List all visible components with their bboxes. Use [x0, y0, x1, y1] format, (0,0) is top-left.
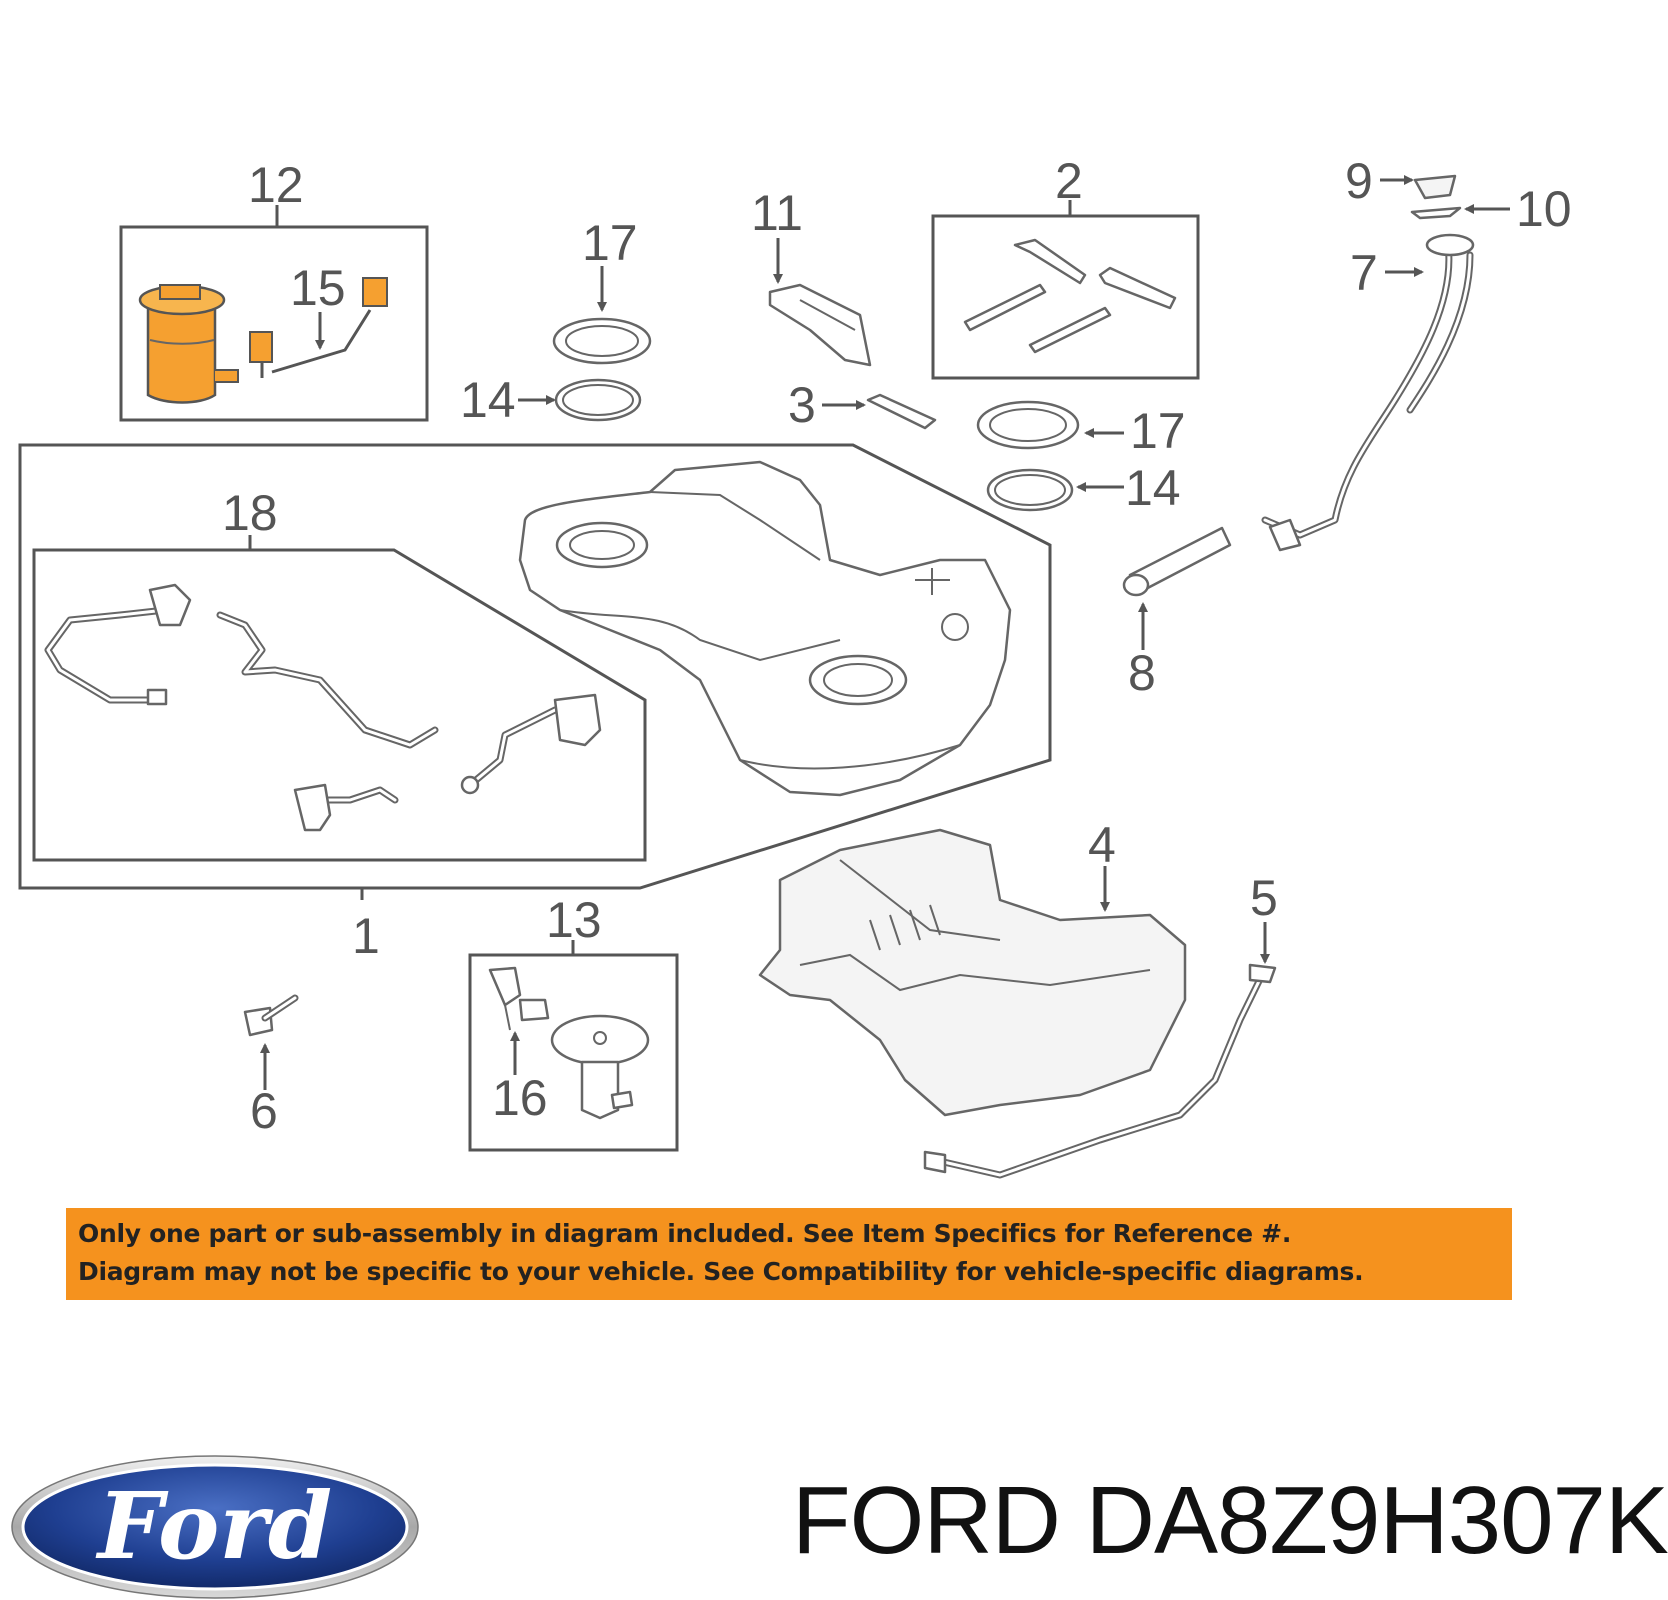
- callout-7: 7: [1350, 245, 1378, 301]
- callout-6: 6: [250, 1083, 278, 1139]
- callout-18: 18: [222, 485, 278, 541]
- callout-2: 2: [1055, 153, 1083, 209]
- box-2-insulator-pads: [931, 200, 1200, 380]
- disclaimer-line-2: Diagram may not be specific to your vehi…: [78, 1257, 1364, 1286]
- callout-17-left: 17: [582, 215, 638, 271]
- logo-wordmark: Ford: [95, 1472, 332, 1580]
- callout-14-right: 14: [1125, 460, 1181, 516]
- bolt: [243, 994, 299, 1090]
- fuel-tank: [518, 460, 1012, 797]
- tank-strap: [923, 922, 1277, 1179]
- callout-10: 10: [1516, 181, 1572, 237]
- callout-5: 5: [1250, 870, 1278, 926]
- callout-17-right: 17: [1130, 403, 1186, 459]
- callout-1: 1: [352, 908, 380, 964]
- callout-14-left: 14: [460, 372, 516, 428]
- callout-4: 4: [1088, 817, 1116, 873]
- box-1-fuel-tank-assembly: [18, 443, 1052, 900]
- callout-9: 9: [1345, 153, 1373, 209]
- callout-8: 8: [1128, 645, 1156, 701]
- box-12-fuel-pump-assembly: [119, 205, 429, 422]
- heat-shield-and-pad: [768, 238, 937, 430]
- parts-diagram: 1 2 3 4 5 6 7 8 9 10 11 12 13 14 14 15 1…: [18, 153, 1572, 1179]
- disclaimer-line-1: Only one part or sub-assembly in diagram…: [78, 1219, 1292, 1248]
- box-13-fuel-sender: [468, 940, 679, 1152]
- callout-3: 3: [788, 377, 816, 433]
- callout-11: 11: [751, 185, 803, 241]
- tank-shield: [758, 828, 1187, 1117]
- lock-ring-and-seal-left: [518, 266, 652, 422]
- callout-12: 12: [248, 157, 304, 213]
- box-18-fuel-lines: [32, 535, 647, 862]
- callout-15: 15: [290, 260, 346, 316]
- callout-13: 13: [546, 892, 602, 948]
- callout-16: 16: [492, 1070, 548, 1126]
- filler-pipe-assembly: [1122, 174, 1510, 650]
- callout-labels: 1 2 3 4 5 6 7 8 9 10 11 12 13 14 14 15 1…: [222, 153, 1572, 1139]
- disclaimer-banner: Only one part or sub-assembly in diagram…: [66, 1208, 1512, 1300]
- ford-logo: Ford: [11, 1455, 419, 1599]
- part-number-label: FORD DA8Z9H307K: [792, 1467, 1668, 1574]
- lock-ring-and-seal-right: [976, 400, 1124, 512]
- fuel-pump-module-highlighted: [138, 277, 388, 404]
